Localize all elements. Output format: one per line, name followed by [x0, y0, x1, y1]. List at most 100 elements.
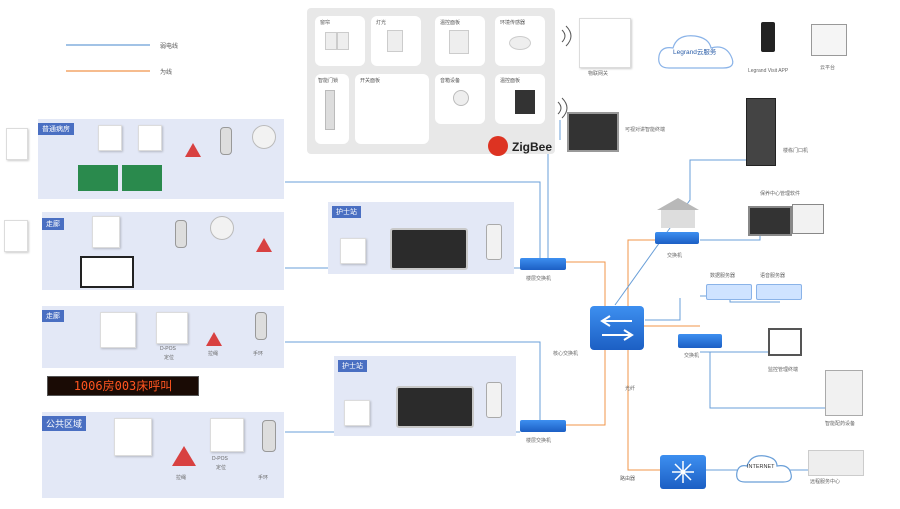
- thermostat-icon: [449, 30, 469, 54]
- panel-title: 灯光: [376, 20, 387, 26]
- pull-cord-icon: [206, 332, 222, 346]
- switch-top: [655, 232, 699, 244]
- sensor-icon: [252, 125, 276, 149]
- touch-panel-device: [567, 112, 619, 152]
- server-label-1: 数据服务器: [710, 273, 736, 279]
- zone-corridor-1-tag: 走廊: [42, 218, 64, 230]
- wall-panel-device: [4, 220, 28, 252]
- access-point-device: [100, 312, 136, 348]
- remote-center-icon: [808, 450, 864, 476]
- robot-label: 智能配药设备: [825, 421, 856, 427]
- tablet-icon: [811, 24, 847, 56]
- curtain-device-icon: [337, 32, 349, 50]
- wristband-icon: [262, 420, 276, 452]
- wristband-label: 手环: [258, 475, 269, 481]
- monitor-icon: [768, 328, 802, 356]
- pull-cord-icon: [256, 238, 272, 252]
- pull-cord-icon: [185, 143, 201, 157]
- light-switch-icon: [387, 30, 403, 52]
- core-switch: [590, 306, 644, 350]
- panel-title: 环境传感器: [500, 20, 526, 26]
- handset-device: [486, 382, 502, 418]
- door-lock-icon: [325, 90, 335, 130]
- core-switch-label: 核心交换机: [553, 351, 579, 357]
- zone-public: 公共区域 拉绳 D-POS 定位 手环: [42, 412, 284, 498]
- data-server: [706, 284, 752, 300]
- nurse-console-device: [390, 228, 468, 270]
- wristband-icon: [220, 127, 232, 155]
- voice-server: [756, 284, 802, 300]
- pull-cord-label: 拉绳: [176, 475, 187, 481]
- floor-switch-1-label: 楼层交换机: [526, 276, 552, 282]
- bed-terminal: [80, 256, 134, 288]
- touch-panel-label: 可视对讲智能终端: [625, 127, 666, 133]
- pull-cord-icon: [172, 446, 196, 466]
- camera-icon: [453, 90, 469, 106]
- wristband-label: 手环: [253, 351, 264, 357]
- mgmt-pc2-label: 监控管理终端: [768, 367, 799, 373]
- legend-label-a: 弱电线: [160, 44, 179, 50]
- dpos-label: D-POS: [212, 456, 228, 462]
- panel-title: 音箱设备: [440, 78, 461, 84]
- dpos-sub-label: 定位: [216, 465, 227, 471]
- internet-cloud-icon: [736, 455, 792, 483]
- zone-corridor-2-tag: 走廊: [42, 310, 64, 322]
- zone-corridor-2: 走廊 D-POS 定位 拉绳 手环: [42, 306, 284, 368]
- led-display: 1006房003床呼叫: [47, 376, 199, 396]
- panel-card: 开关面板: [355, 74, 429, 144]
- call-unit: [340, 238, 366, 264]
- mgmt-pc-label: 保养中心管理软件: [760, 191, 801, 197]
- call-unit: [92, 216, 120, 248]
- call-unit: [344, 400, 370, 426]
- switch-top-label: 交换机: [667, 253, 683, 259]
- panel-title: 开关面板: [360, 78, 381, 84]
- internet-label: INTERNET: [747, 464, 775, 470]
- app-label: Legrand Visit APP: [748, 68, 789, 74]
- panel-title: 智能门锁: [318, 78, 339, 84]
- nurse-station-1-tag: 护士站: [332, 206, 361, 218]
- dpos-sub-label: 定位: [164, 355, 175, 361]
- switch-mid-label: 交换机: [684, 353, 700, 359]
- curtain-device-icon: [325, 32, 337, 50]
- zone-corridor-1: 走廊: [42, 212, 284, 290]
- door-station-label: 楼栋门口机: [783, 148, 809, 154]
- zigbee-logo-icon: [488, 136, 508, 156]
- nurse-station-1: 护士站: [328, 202, 514, 274]
- gateway-device: [579, 18, 631, 68]
- sensor-icon: [210, 216, 234, 240]
- wristband-icon: [255, 312, 267, 340]
- cloud-icon: [658, 35, 734, 69]
- thermostat-panel-icon: [515, 90, 535, 114]
- panel-title: 窗帘: [320, 20, 331, 26]
- gateway-label: 物联网关: [588, 71, 609, 77]
- house-icon: [657, 198, 699, 228]
- cloud-label: Legrand云服务: [673, 49, 717, 56]
- dpos-device: [210, 418, 244, 452]
- floor-switch-2-label: 楼层交换机: [526, 438, 552, 444]
- bed-display-green: [78, 165, 118, 191]
- call-unit: [138, 125, 162, 151]
- dispensing-robot-device: [825, 370, 863, 416]
- smart-device-cluster: 窗帘 灯光 温控面板 环境传感器 智能门锁 开关面板 音箱设备 温控面板: [307, 8, 555, 154]
- router-label: 路由器: [620, 476, 636, 482]
- phone-icon: [761, 22, 775, 52]
- legend-label-b: 为线: [160, 70, 173, 76]
- floor-switch-2: [520, 420, 566, 432]
- platform-label: 云平台: [820, 65, 836, 71]
- panel-title: 温控面板: [440, 20, 461, 26]
- fiber-label: 光纤: [625, 386, 636, 392]
- floor-switch-1: [520, 258, 566, 270]
- server-label-2: 语音服务器: [760, 273, 786, 279]
- wristband-icon: [175, 220, 187, 248]
- zone-ward: 普通病房: [38, 119, 284, 199]
- access-point-device: [114, 418, 152, 456]
- nurse-station-2: 护士站: [334, 356, 516, 436]
- dpos-device: [156, 312, 188, 344]
- sensor-icon: [509, 36, 531, 50]
- panel-title: 温控面板: [500, 78, 521, 84]
- handset-device: [486, 224, 502, 260]
- mgmt-pc-monitor: [792, 204, 824, 234]
- remote-label: 远程服务中心: [810, 479, 841, 485]
- dpos-label: D-POS: [160, 346, 176, 352]
- nurse-console-device: [396, 386, 474, 428]
